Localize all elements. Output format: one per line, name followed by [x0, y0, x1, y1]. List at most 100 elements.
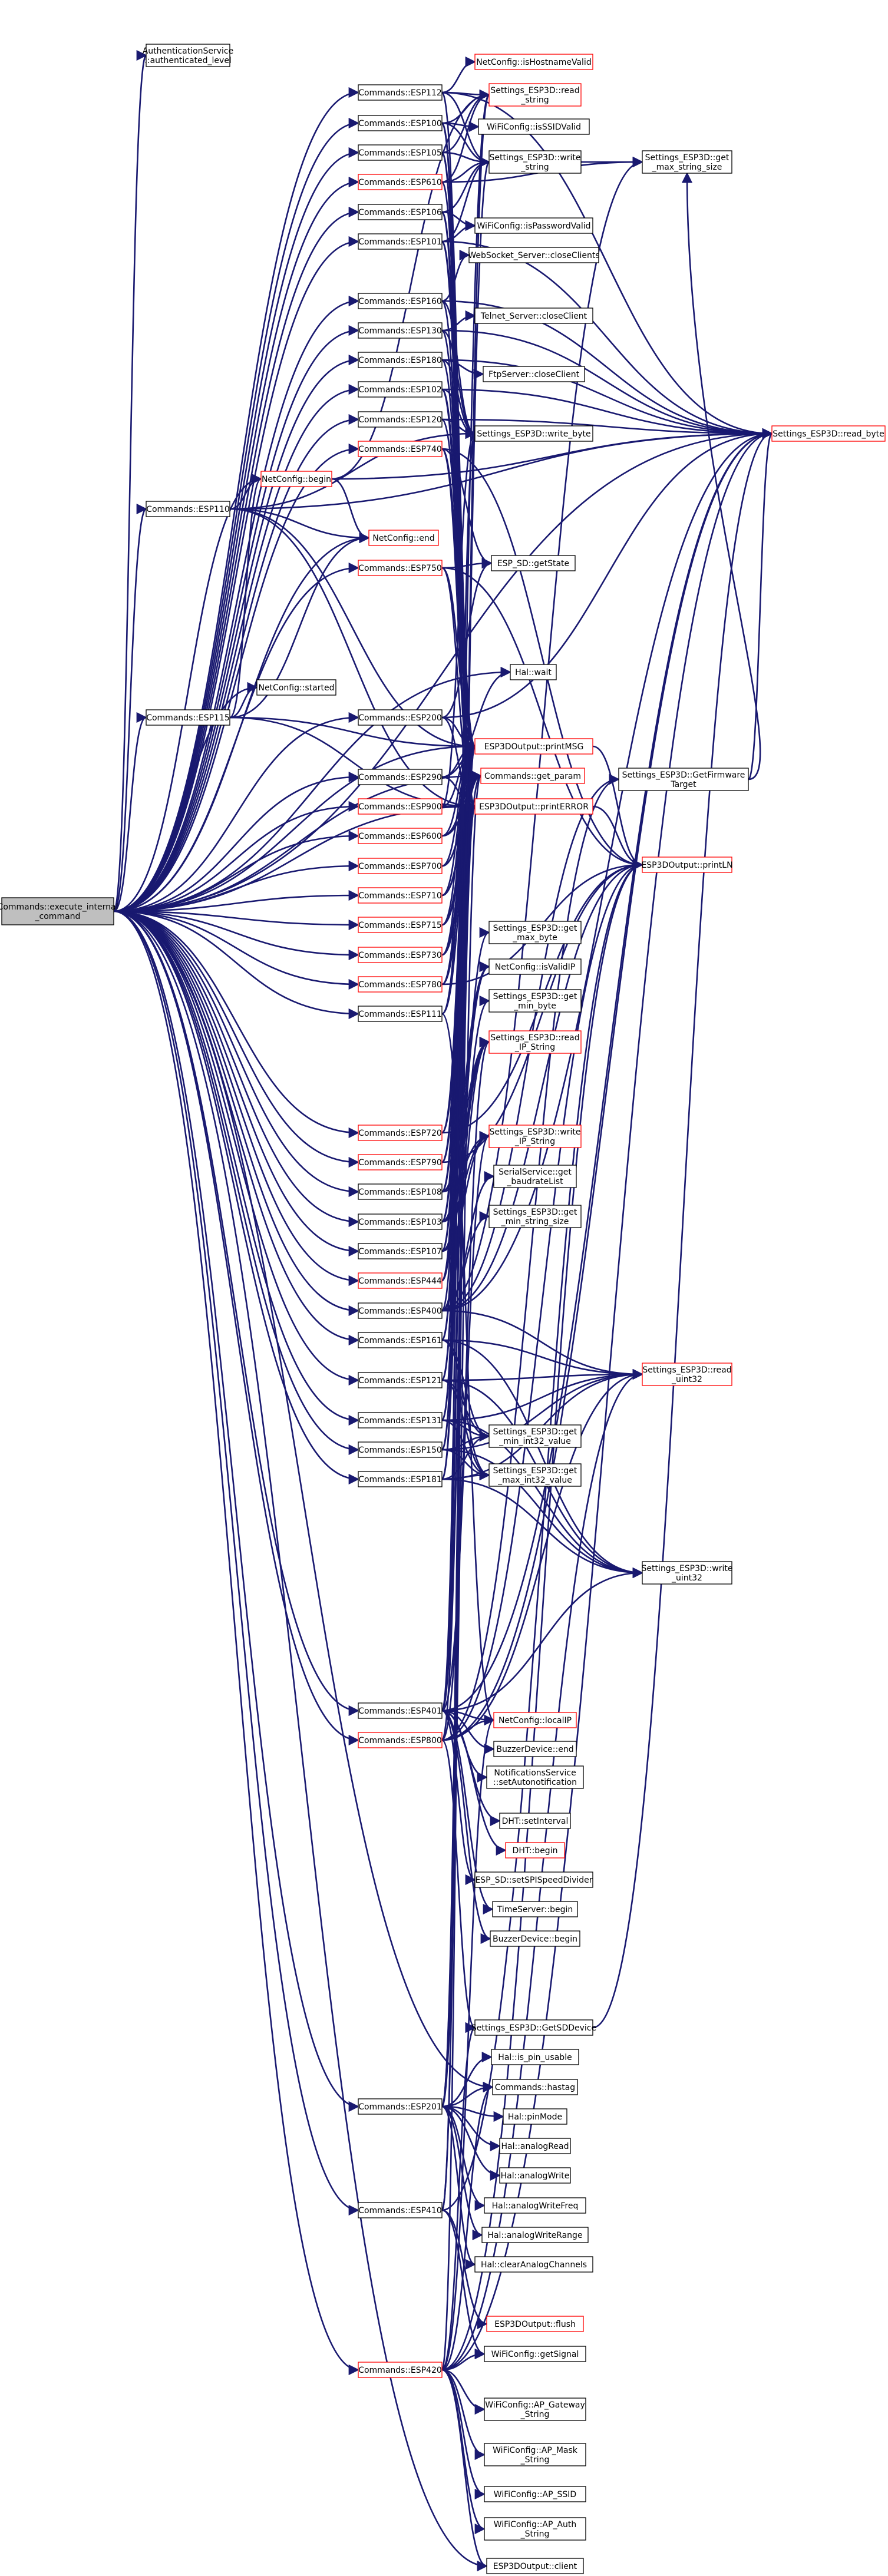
node-commands-esp115[interactable]: Commands::ESP115 [146, 709, 230, 726]
node-commands-esp108[interactable]: Commands::ESP108 [358, 1183, 443, 1200]
node-settings-esp3d-read-uint32[interactable]: Settings_ESP3D::read_uint32 [642, 1363, 732, 1386]
node-wificonfig-isssidvalid[interactable]: WiFiConfig::isSSIDValid [478, 118, 590, 135]
node-commands-get-param[interactable]: Commands::get_param [480, 768, 585, 784]
node-notificationsservice-setautonotification[interactable]: NotificationsService::setAutonotificatio… [486, 1765, 584, 1789]
node-commands-esp103[interactable]: Commands::ESP103 [358, 1213, 443, 1230]
node-serialservice-get-baudratelist[interactable]: SerialService::get_baudrateList [493, 1165, 577, 1188]
node-hal-wait[interactable]: Hal::wait [510, 664, 557, 680]
node-commands-esp130[interactable]: Commands::ESP130 [358, 322, 443, 339]
node-commands-esp600[interactable]: Commands::ESP600 [358, 828, 443, 844]
node-commands-esp790[interactable]: Commands::ESP790 [358, 1154, 443, 1170]
node-settings-esp3d-write-string[interactable]: Settings_ESP3D::write_string [488, 150, 582, 174]
node-commands-esp420[interactable]: Commands::ESP420 [358, 2362, 443, 2378]
node-commands-esp107[interactable]: Commands::ESP107 [358, 1243, 443, 1259]
node-commands-esp105[interactable]: Commands::ESP105 [358, 144, 443, 161]
node-netconfig-begin[interactable]: NetConfig::begin [260, 471, 332, 487]
node-commands-esp401[interactable]: Commands::ESP401 [358, 1702, 443, 1719]
node-telnet-server-closeclient[interactable]: Telnet_Server::closeClient [474, 307, 593, 324]
node-commands-esp730[interactable]: Commands::ESP730 [358, 947, 443, 963]
node-settings-esp3d-write-byte[interactable]: Settings_ESP3D::write_byte [474, 425, 593, 442]
node-hal-analogread[interactable]: Hal::analogRead [499, 2138, 571, 2154]
node-esp-sd-setspispeeddivider[interactable]: ESP_SD::setSPISpeedDivider [474, 1871, 593, 1888]
node-commands-esp201[interactable]: Commands::ESP201 [358, 2098, 443, 2115]
node-commands-esp780[interactable]: Commands::ESP780 [358, 976, 443, 993]
node-netconfig-isvalidip[interactable]: NetConfig::isValidIP [488, 958, 582, 975]
node-commands-execute-internal-command[interactable]: Commands::execute_internal_command [0, 897, 118, 925]
node-authenticationservice-authenticated-level[interactable]: AuthenticationService::authenticated_lev… [143, 44, 234, 67]
node-settings-esp3d-get-min-string-size[interactable]: Settings_ESP3D::get_min_string_size [488, 1205, 582, 1228]
node-hal-analogwrite[interactable]: Hal::analogWrite [499, 2167, 571, 2184]
node-timeserver-begin[interactable]: TimeServer::begin [492, 1901, 578, 1917]
node-netconfig-ishostnamevalid[interactable]: NetConfig::isHostnameValid [474, 54, 593, 70]
node-buzzerdevice-end[interactable]: BuzzerDevice::end [493, 1741, 577, 1757]
node-settings-esp3d-get-min-int32-value[interactable]: Settings_ESP3D::get_min_int32_value [488, 1424, 582, 1448]
node-commands-esp610[interactable]: Commands::ESP610 [358, 174, 443, 190]
node-commands-esp444[interactable]: Commands::ESP444 [358, 1272, 443, 1289]
node-settings-esp3d-read-byte[interactable]: Settings_ESP3D::read_byte [771, 425, 886, 442]
node-commands-esp720[interactable]: Commands::ESP720 [358, 1125, 443, 1141]
node-wificonfig-ap-mask-string[interactable]: WiFiConfig::AP_Mask_String [484, 2443, 586, 2466]
node-settings-esp3d-read-ip-string[interactable]: Settings_ESP3D::read_IP_String [488, 1030, 582, 1054]
node-wificonfig-ispasswordvalid[interactable]: WiFiConfig::isPasswordValid [474, 217, 593, 234]
node-settings-esp3d-get-max-byte[interactable]: Settings_ESP3D::get_max_byte [488, 921, 582, 944]
node-wificonfig-ap-auth-string[interactable]: WiFiConfig::AP_Auth_String [484, 2517, 586, 2541]
node-buzzerdevice-begin[interactable]: BuzzerDevice::begin [490, 1930, 580, 1947]
node-settings-esp3d-write-uint32[interactable]: Settings_ESP3D::write_uint32 [642, 1561, 733, 1585]
node-commands-esp161[interactable]: Commands::ESP161 [358, 1332, 443, 1348]
node-commands-esp800[interactable]: Commands::ESP800 [358, 1732, 443, 1748]
node-commands-esp110[interactable]: Commands::ESP110 [146, 501, 230, 517]
node-dht-begin[interactable]: DHT::begin [505, 1842, 565, 1859]
node-commands-esp900[interactable]: Commands::ESP900 [358, 798, 443, 815]
node-hal-clearanalogchannels[interactable]: Hal::clearAnalogChannels [474, 2256, 593, 2273]
node-websocket-server-closeclients[interactable]: WebSocket_Server::closeClients [468, 247, 600, 263]
node-commands-esp180[interactable]: Commands::ESP180 [358, 352, 443, 368]
node-dht-setinterval[interactable]: DHT::setInterval [499, 1813, 571, 1829]
node-esp-sd-getstate[interactable]: ESP_SD::getState [491, 555, 576, 571]
node-commands-esp112[interactable]: Commands::ESP112 [358, 84, 443, 101]
node-esp3doutput-println[interactable]: ESP3DOutput::printLN [641, 857, 733, 873]
node-wificonfig-ap-ssid[interactable]: WiFiConfig::AP_SSID [484, 2486, 586, 2502]
node-settings-esp3d-getsddevice[interactable]: Settings_ESP3D::GetSDDevice [471, 2019, 596, 2036]
node-commands-esp101[interactable]: Commands::ESP101 [358, 233, 443, 250]
node-commands-esp740[interactable]: Commands::ESP740 [358, 441, 443, 457]
node-settings-esp3d-read-string[interactable]: Settings_ESP3D::read_string [488, 83, 582, 107]
node-commands-esp102[interactable]: Commands::ESP102 [358, 381, 443, 398]
node-netconfig-localip[interactable]: NetConfig::localIP [493, 1712, 577, 1728]
node-commands-esp121[interactable]: Commands::ESP121 [358, 1372, 443, 1388]
node-settings-esp3d-get-max-string-size[interactable]: Settings_ESP3D::get_max_string_size [642, 150, 732, 174]
node-commands-esp200[interactable]: Commands::ESP200 [358, 709, 443, 726]
node-commands-esp160[interactable]: Commands::ESP160 [358, 293, 443, 309]
node-commands-esp710[interactable]: Commands::ESP710 [358, 887, 443, 904]
node-hal-pinmode[interactable]: Hal::pinMode [503, 2108, 567, 2125]
node-wificonfig-ap-gateway-string[interactable]: WiFiConfig::AP_Gateway_String [484, 2398, 586, 2421]
node-wificonfig-getsignal[interactable]: WiFiConfig::getSignal [484, 2346, 586, 2362]
node-commands-esp715[interactable]: Commands::ESP715 [358, 917, 443, 933]
node-hal-analogwriterange[interactable]: Hal::analogWriteRange [481, 2227, 589, 2243]
node-commands-hastag[interactable]: Commands::hastag [492, 2079, 578, 2095]
node-commands-esp120[interactable]: Commands::ESP120 [358, 411, 443, 428]
node-commands-esp100[interactable]: Commands::ESP100 [358, 115, 443, 131]
node-esp3doutput-flush[interactable]: ESP3DOutput::flush [486, 2316, 584, 2332]
node-commands-esp750[interactable]: Commands::ESP750 [358, 560, 443, 576]
node-commands-esp111[interactable]: Commands::ESP111 [358, 1006, 443, 1022]
node-commands-esp290[interactable]: Commands::ESP290 [358, 769, 443, 785]
node-commands-esp700[interactable]: Commands::ESP700 [358, 858, 443, 874]
node-esp3doutput-printerror[interactable]: ESP3DOutput::printERROR [474, 798, 593, 815]
node-settings-esp3d-get-min-byte[interactable]: Settings_ESP3D::get_min_byte [488, 989, 582, 1013]
node-esp3doutput-client[interactable]: ESP3DOutput::client [486, 2558, 584, 2574]
node-netconfig-started[interactable]: NetConfig::started [256, 679, 336, 696]
node-commands-esp181[interactable]: Commands::ESP181 [358, 1471, 443, 1487]
node-settings-esp3d-get-max-int32-value[interactable]: Settings_ESP3D::get_max_int32_value [488, 1463, 582, 1487]
node-commands-esp410[interactable]: Commands::ESP410 [358, 2202, 443, 2218]
node-hal-analogwritefreq[interactable]: Hal::analogWriteFreq [484, 2197, 586, 2214]
node-netconfig-end[interactable]: NetConfig::end [368, 530, 439, 546]
node-commands-esp400[interactable]: Commands::ESP400 [358, 1302, 443, 1319]
node-commands-esp106[interactable]: Commands::ESP106 [358, 204, 443, 220]
node-commands-esp131[interactable]: Commands::ESP131 [358, 1412, 443, 1428]
node-settings-esp3d-write-ip-string[interactable]: Settings_ESP3D::write_IP_String [488, 1125, 582, 1148]
node-ftpserver-closeclient[interactable]: FtpServer::closeClient [483, 366, 585, 382]
node-commands-esp150[interactable]: Commands::ESP150 [358, 1441, 443, 1458]
node-hal-is-pin-usable[interactable]: Hal::is_pin_usable [491, 2049, 579, 2065]
node-esp3doutput-printmsg[interactable]: ESP3DOutput::printMSG [474, 738, 593, 755]
